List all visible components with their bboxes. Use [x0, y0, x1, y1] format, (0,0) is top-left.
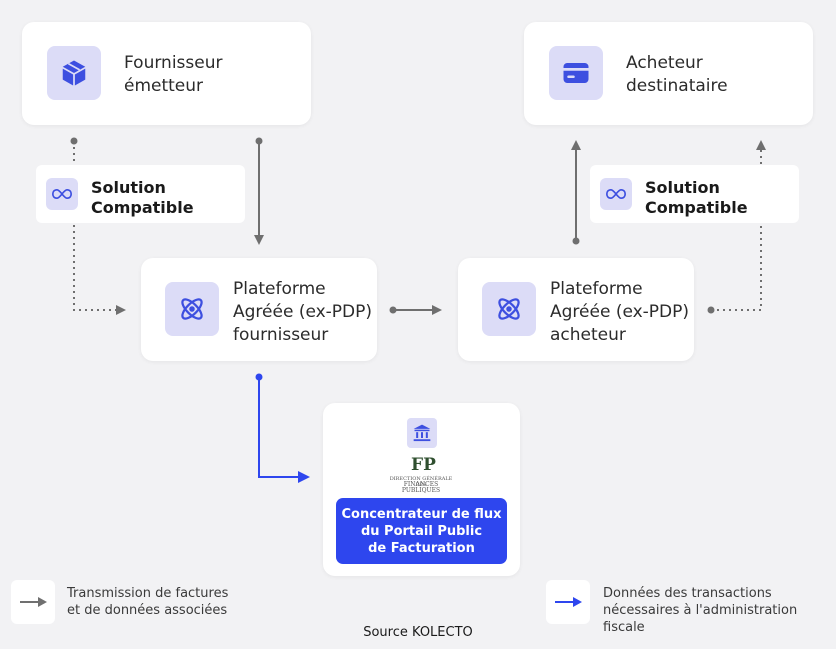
legend-blue-text: Données des transactions nécessaires à l… [603, 586, 798, 635]
legend-blue-swatch [546, 580, 590, 624]
solution-compatible-left: Solution Compatible [36, 165, 245, 223]
arrow-pa-to-acheteur [571, 140, 581, 245]
ppf-title-box: Concentrateur de flux du Portail Public … [336, 498, 507, 564]
pa-acheteur-title: Plateforme Agréée (ex-PDP) acheteur [550, 279, 690, 345]
legend-grey-swatch [11, 580, 55, 624]
bank-icon [407, 418, 437, 448]
solution-right-title: Solution Compatible [645, 178, 748, 217]
dgfip-logo: FP [411, 455, 436, 475]
atom-icon [482, 282, 536, 336]
solution-left-title: Solution Compatible [91, 178, 194, 217]
acheteur-card: Acheteur destinataire [524, 22, 813, 125]
fournisseur-card: Fournisseur émetteur [22, 22, 311, 125]
atom-icon [165, 282, 219, 336]
arrow-fournisseur-to-pa [254, 137, 264, 245]
dgfip-logo-line1: DIRECTION GÉNÉRALE DES [389, 476, 453, 488]
pa-fournisseur-card: Plateforme Agréée (ex-PDP) fournisseur [141, 258, 377, 361]
dgfip-logo-line2: FINANCES PUBLIQUES [401, 481, 441, 494]
legend-grey-text: Transmission de factures et de données a… [67, 586, 229, 618]
blue-arrow-icon [555, 597, 582, 607]
infinity-icon [46, 178, 78, 210]
arrow-pa-via-solution-to-acheteur [707, 140, 766, 314]
arrow-pa-to-pa [389, 305, 442, 315]
card-icon [549, 46, 603, 100]
source-caption: Source KOLECTO [363, 625, 473, 640]
grey-arrow-icon [20, 597, 47, 607]
pa-fournisseur-title: Plateforme Agréée (ex-PDP) fournisseur [233, 279, 373, 345]
cube-icon [47, 46, 101, 100]
arrow-pa-to-ppf [255, 373, 310, 483]
solution-compatible-right: Solution Compatible [590, 165, 799, 223]
pa-acheteur-card: Plateforme Agréée (ex-PDP) acheteur [458, 258, 694, 361]
arrow-fournisseur-via-solution [70, 137, 126, 315]
fournisseur-title: Fournisseur émetteur [124, 53, 223, 96]
acheteur-title: Acheteur destinataire [626, 53, 728, 96]
infinity-icon [600, 178, 632, 210]
